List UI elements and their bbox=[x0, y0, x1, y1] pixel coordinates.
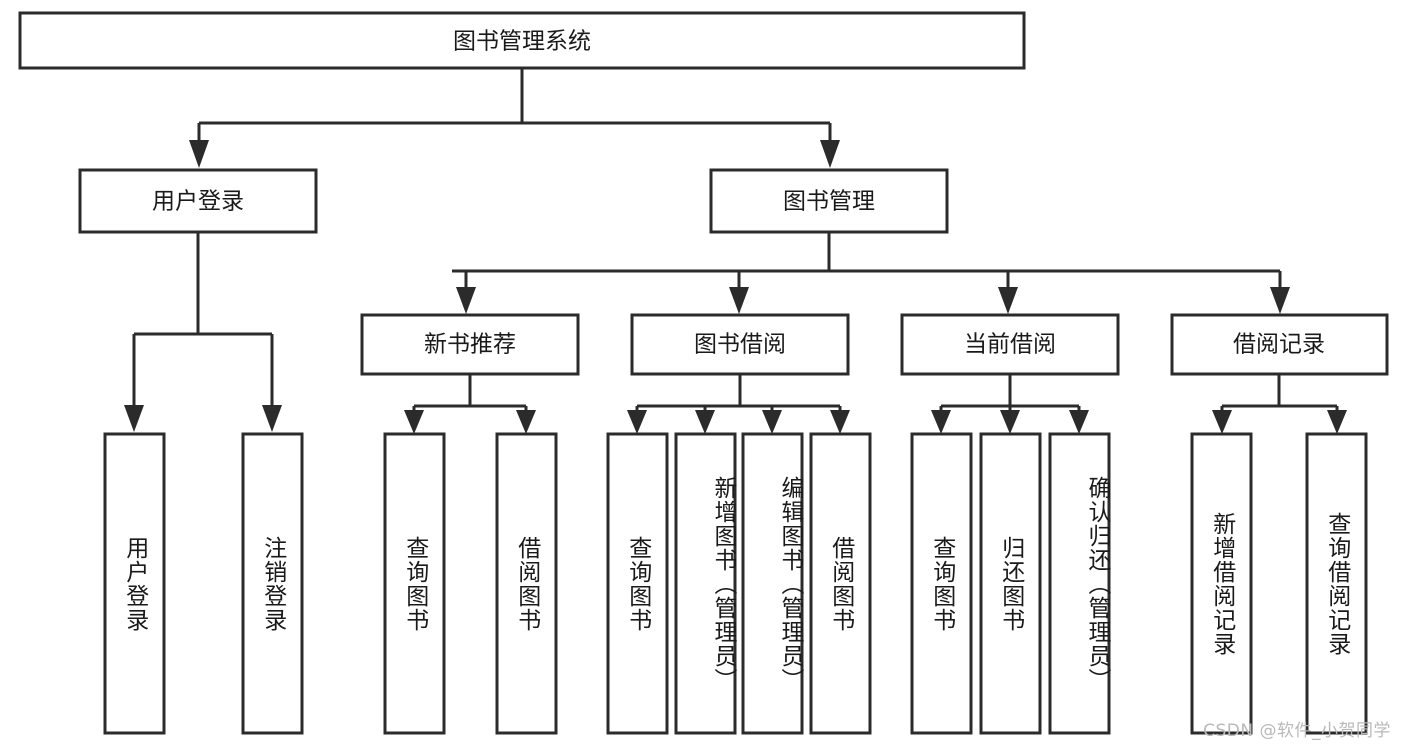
leaf-box-return-book[interactable] bbox=[979, 432, 1042, 735]
node-book-manage[interactable]: 图书管理 bbox=[709, 168, 949, 234]
arrow-to-leaf-add-book bbox=[695, 410, 715, 434]
arrow-to-leaf-query-record bbox=[1327, 410, 1347, 434]
node-book-manage-label: 图书管理 bbox=[783, 189, 875, 215]
node-book-manage-box[interactable] bbox=[709, 168, 949, 234]
leaf-box-query-book-3[interactable] bbox=[910, 432, 973, 735]
node-user-login-label: 用户登录 bbox=[152, 189, 244, 215]
node-current-borrow[interactable]: 当前借阅 bbox=[900, 313, 1120, 376]
arrow-to-leaf-query-book-3 bbox=[931, 410, 951, 434]
node-root-label: 图书管理系统 bbox=[453, 29, 591, 55]
leaf-box-confirm-return[interactable] bbox=[1048, 432, 1111, 735]
arrow-to-new-book-rec bbox=[456, 287, 476, 314]
arrow-to-borrow-record bbox=[1270, 287, 1290, 314]
arrow-to-current-borrow bbox=[998, 287, 1018, 314]
node-book-borrow[interactable]: 图书借阅 bbox=[630, 313, 850, 376]
node-book-borrow-box[interactable] bbox=[630, 313, 850, 376]
arrow-to-leaf-add-record bbox=[1212, 410, 1232, 434]
arrow-to-leaf-query-book-2 bbox=[627, 410, 647, 434]
node-current-borrow-label: 当前借阅 bbox=[964, 332, 1056, 358]
arrow-to-leaf-edit-book bbox=[762, 410, 782, 434]
arrow-to-leaf-borrow-book-2 bbox=[830, 410, 850, 434]
node-new-book-rec-box[interactable] bbox=[360, 313, 580, 376]
leaf-box-borrow-book-1[interactable] bbox=[495, 432, 558, 735]
arrow-to-leaf-logout bbox=[262, 405, 282, 432]
arrow-to-book-borrow bbox=[729, 287, 749, 314]
leaf-box-query-record[interactable] bbox=[1305, 432, 1368, 735]
arrow-to-book-manage bbox=[820, 140, 840, 168]
arrow-to-leaf-borrow-book-1 bbox=[516, 410, 536, 434]
node-new-book-rec[interactable]: 新书推荐 bbox=[360, 313, 580, 376]
csdn-watermark: CSDN @软件_小贺同学 bbox=[1203, 721, 1391, 741]
arrow-to-leaf-query-book-1 bbox=[404, 410, 424, 434]
node-borrow-record-label: 借阅记录 bbox=[1233, 332, 1325, 358]
leaf-box-logout[interactable] bbox=[241, 432, 304, 735]
leaf-box-user-login[interactable] bbox=[103, 432, 166, 735]
leaf-box-add-record[interactable] bbox=[1190, 432, 1253, 735]
node-borrow-record-box[interactable] bbox=[1170, 313, 1389, 376]
node-root-box[interactable] bbox=[18, 11, 1026, 70]
arrow-to-leaf-confirm-return bbox=[1069, 410, 1089, 434]
node-current-borrow-box[interactable] bbox=[900, 313, 1120, 376]
arrow-to-leaf-user-login bbox=[124, 405, 144, 432]
leaf-box-edit-book[interactable] bbox=[741, 432, 804, 735]
leaf-box-query-book-1[interactable] bbox=[383, 432, 446, 735]
leaf-box-add-book[interactable] bbox=[674, 432, 737, 735]
arrow-to-user-login bbox=[189, 140, 209, 168]
leaf-box-borrow-book-2[interactable] bbox=[809, 432, 872, 735]
node-borrow-record[interactable]: 借阅记录 bbox=[1170, 313, 1389, 376]
node-root[interactable]: 图书管理系统 bbox=[18, 11, 1026, 70]
leaf-box-query-book-2[interactable] bbox=[606, 432, 669, 735]
node-new-book-rec-label: 新书推荐 bbox=[424, 332, 516, 358]
arrow-to-leaf-return-book bbox=[1000, 410, 1020, 434]
node-user-login[interactable]: 用户登录 bbox=[78, 168, 318, 234]
node-book-borrow-label: 图书借阅 bbox=[694, 332, 786, 358]
